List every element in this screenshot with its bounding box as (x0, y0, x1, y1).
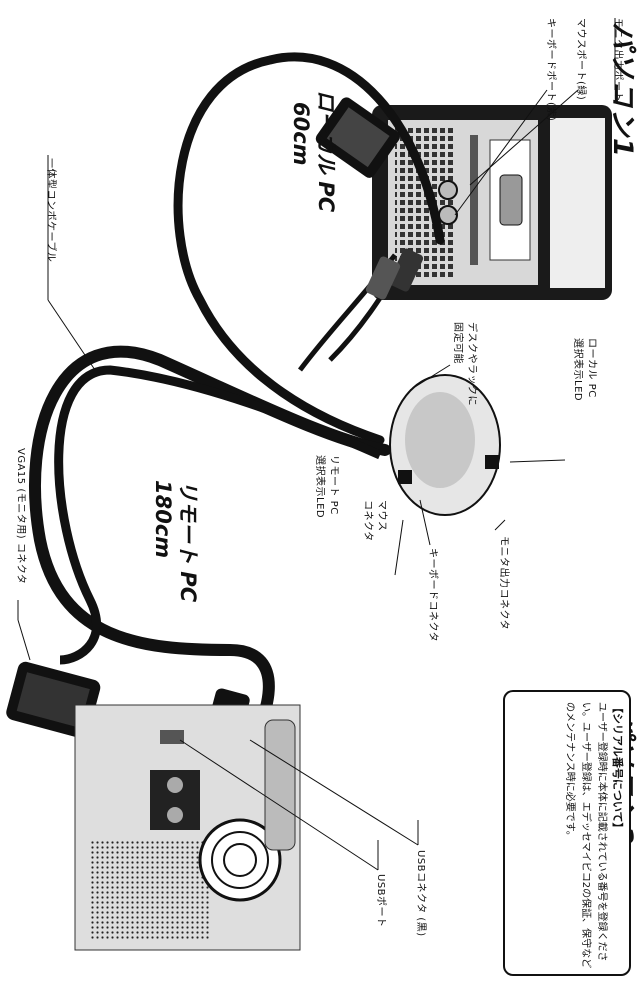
keyboard-connector-label: キーボードコネクタ (427, 548, 438, 643)
remote-led-line2: 選択表示LED (314, 455, 325, 519)
serial-number-note: 【シリアル番号について】 ユーザー登録時に本体に記載されている番号を登録ください… (503, 690, 631, 976)
leader-lines (17, 18, 616, 871)
remote-cable-label: リモート PC 180cm (150, 480, 200, 602)
pc1-tower (372, 105, 612, 300)
remote-led-label: リモート PC 選択表示LED (312, 455, 340, 518)
local-cable-name: ローカル PC (314, 90, 338, 213)
pc2-tower (74, 704, 301, 951)
remote-led-line1: リモート PC (328, 455, 339, 515)
desk-mount-line1: デスクやラックに (466, 322, 477, 406)
keyboard-port-icon (438, 180, 458, 200)
desk-mount-line2: 固定可能 (452, 322, 463, 364)
usb-port-label: USBポート (375, 874, 386, 928)
monitor-out-port-label: モニタ出力ポート (612, 18, 623, 102)
combo-cable-label: 一体型コンボケーブル (45, 158, 56, 263)
remote-cable-name: リモート PC (176, 480, 200, 603)
local-led-line1: ローカル PC (586, 338, 597, 398)
monitor-out-connector-label: モニタ出力コネクタ (498, 536, 509, 631)
mouse-port-icon (438, 205, 458, 225)
kvm-switch (389, 374, 501, 516)
desk-mount-label: デスクやラックに 固定可能 (450, 322, 478, 406)
mouse-connector-line1: マウス (376, 500, 387, 532)
local-vga-plug (315, 97, 400, 178)
local-cable-label: ローカル PC 60cm (288, 90, 338, 212)
local-led-line2: 選択表示LED (572, 338, 583, 402)
local-cable-length: 60cm (288, 102, 313, 166)
note-title: 【シリアル番号について】 (611, 702, 624, 834)
keyboard-port-label: キーボードポート(紫) (545, 18, 556, 122)
vga15-connector-label: VGA15 (モニタ用) コネクタ (15, 448, 26, 585)
mouse-connector-line2: コネクタ (362, 500, 373, 542)
mouse-connector-label: マウス コネクタ (360, 500, 388, 542)
remote-cable-length: 180cm (150, 480, 175, 559)
note-body: ユーザー登録時に本体に記載されている番号を登録ください。ユーザー登録は、エデッセ… (564, 702, 607, 969)
local-led-icon (485, 455, 499, 469)
remote-led-icon (398, 470, 412, 484)
mouse-port-label: マウスポート(緑) (575, 18, 586, 101)
local-led-label: ローカル PC 選択表示LED (570, 338, 598, 401)
usb-port-icon (160, 730, 184, 744)
usb-connector-label: USBコネクタ (黒) (415, 850, 426, 937)
